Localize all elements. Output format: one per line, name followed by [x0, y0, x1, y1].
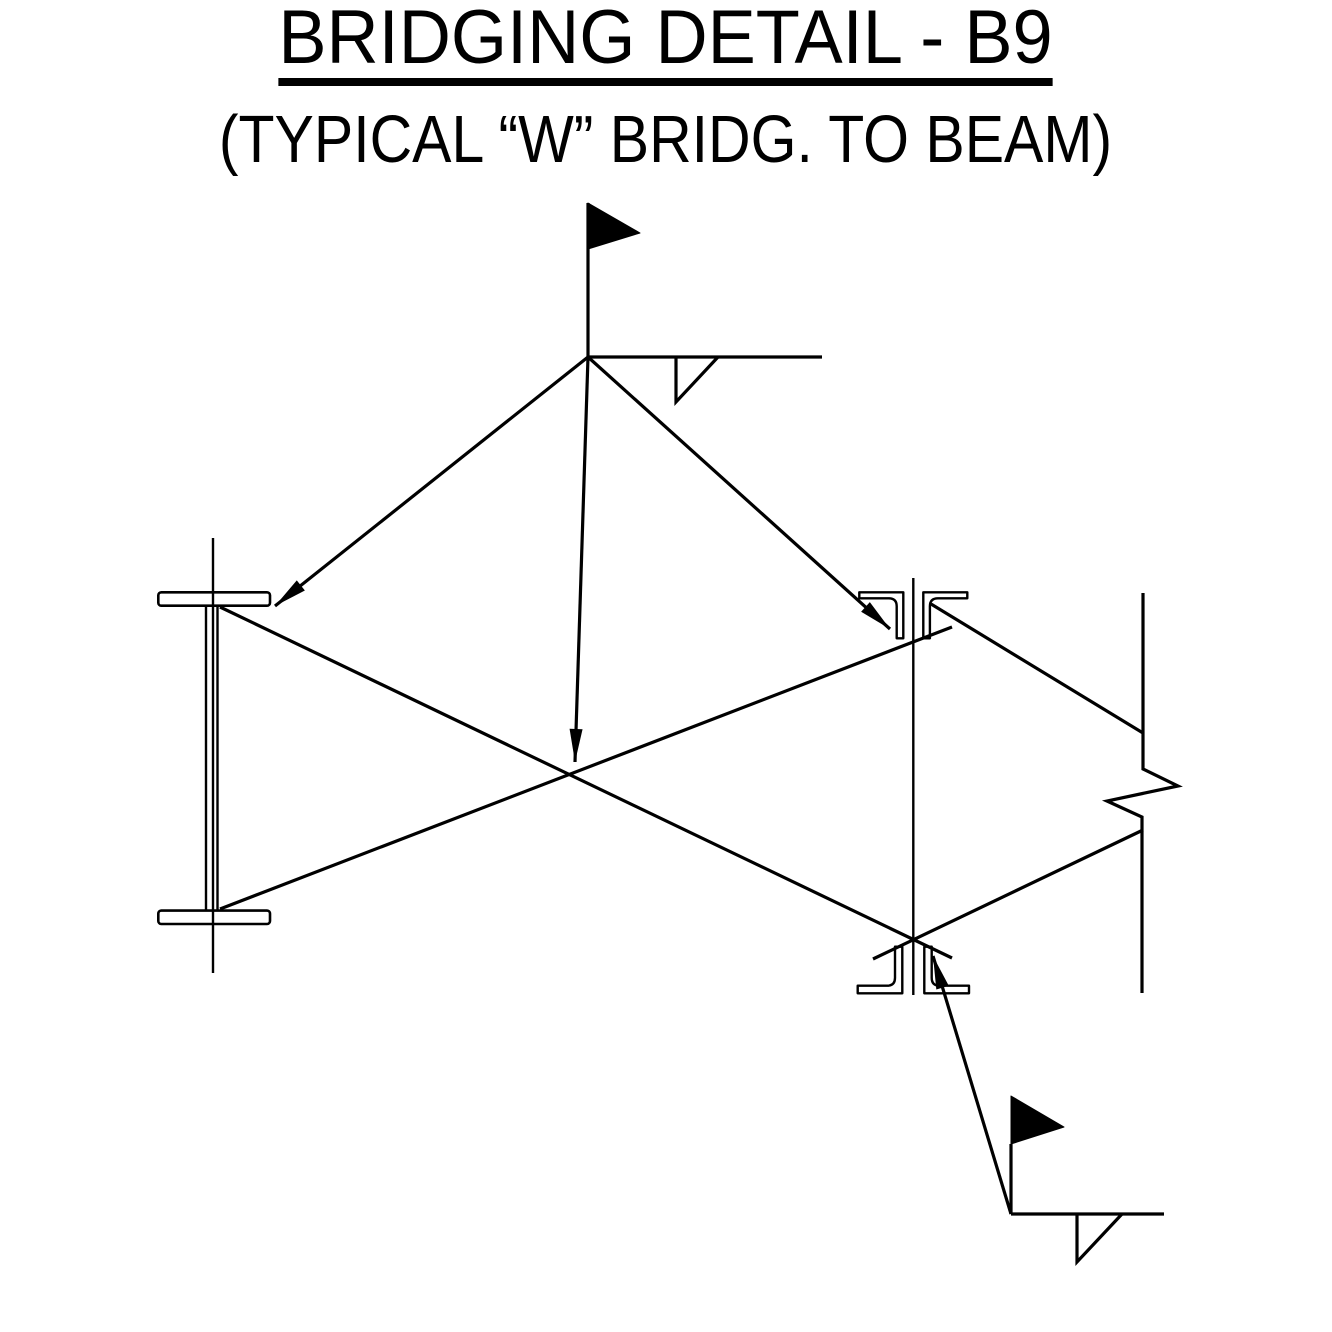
bridging-line-to-break-bottom	[872, 828, 1144, 961]
drawing-title-text: BRIDGING DETAIL - B9	[278, 0, 1054, 86]
break-line	[1101, 593, 1183, 993]
leader-arrow-to-top-angles-line	[586, 355, 892, 631]
drawing-title: BRIDGING DETAIL - B9	[0, 0, 1332, 86]
leader-arrow-to-brace-intersection-head	[569, 728, 583, 762]
drawing-subtitle: (TYPICAL “W” BRIDG. TO BEAM)	[0, 106, 1332, 173]
leader-arrow-to-beam-flange-head	[275, 580, 305, 606]
leader-arrow-to-top-angles-head	[861, 602, 890, 629]
field-weld-flag-icon-bottom	[1010, 1095, 1065, 1145]
brace-line-upper	[219, 605, 953, 960]
fillet-weld-symbol-top	[674, 355, 720, 407]
leader-arrow-to-beam-flange-line	[274, 355, 589, 608]
bottom-right-angle-section	[923, 945, 971, 995]
fillet-weld-symbol-bottom	[1075, 1212, 1124, 1267]
bridging-line-to-break-top	[930, 602, 1144, 735]
leader-arrow-to-brace-intersection-line	[573, 356, 590, 763]
field-weld-flag-icon-top	[587, 202, 641, 250]
brace-line-lower	[219, 625, 953, 911]
top-right-angle-section	[922, 591, 969, 640]
top-left-angle-section	[858, 591, 905, 640]
leader-arrow-to-bottom-angles-line	[931, 955, 1013, 1215]
drawing-subtitle-text: (TYPICAL “W” BRIDG. TO BEAM)	[219, 102, 1113, 177]
leader-arrow-to-bottom-angles-head	[933, 956, 949, 990]
bottom-left-angle-section	[856, 945, 904, 995]
